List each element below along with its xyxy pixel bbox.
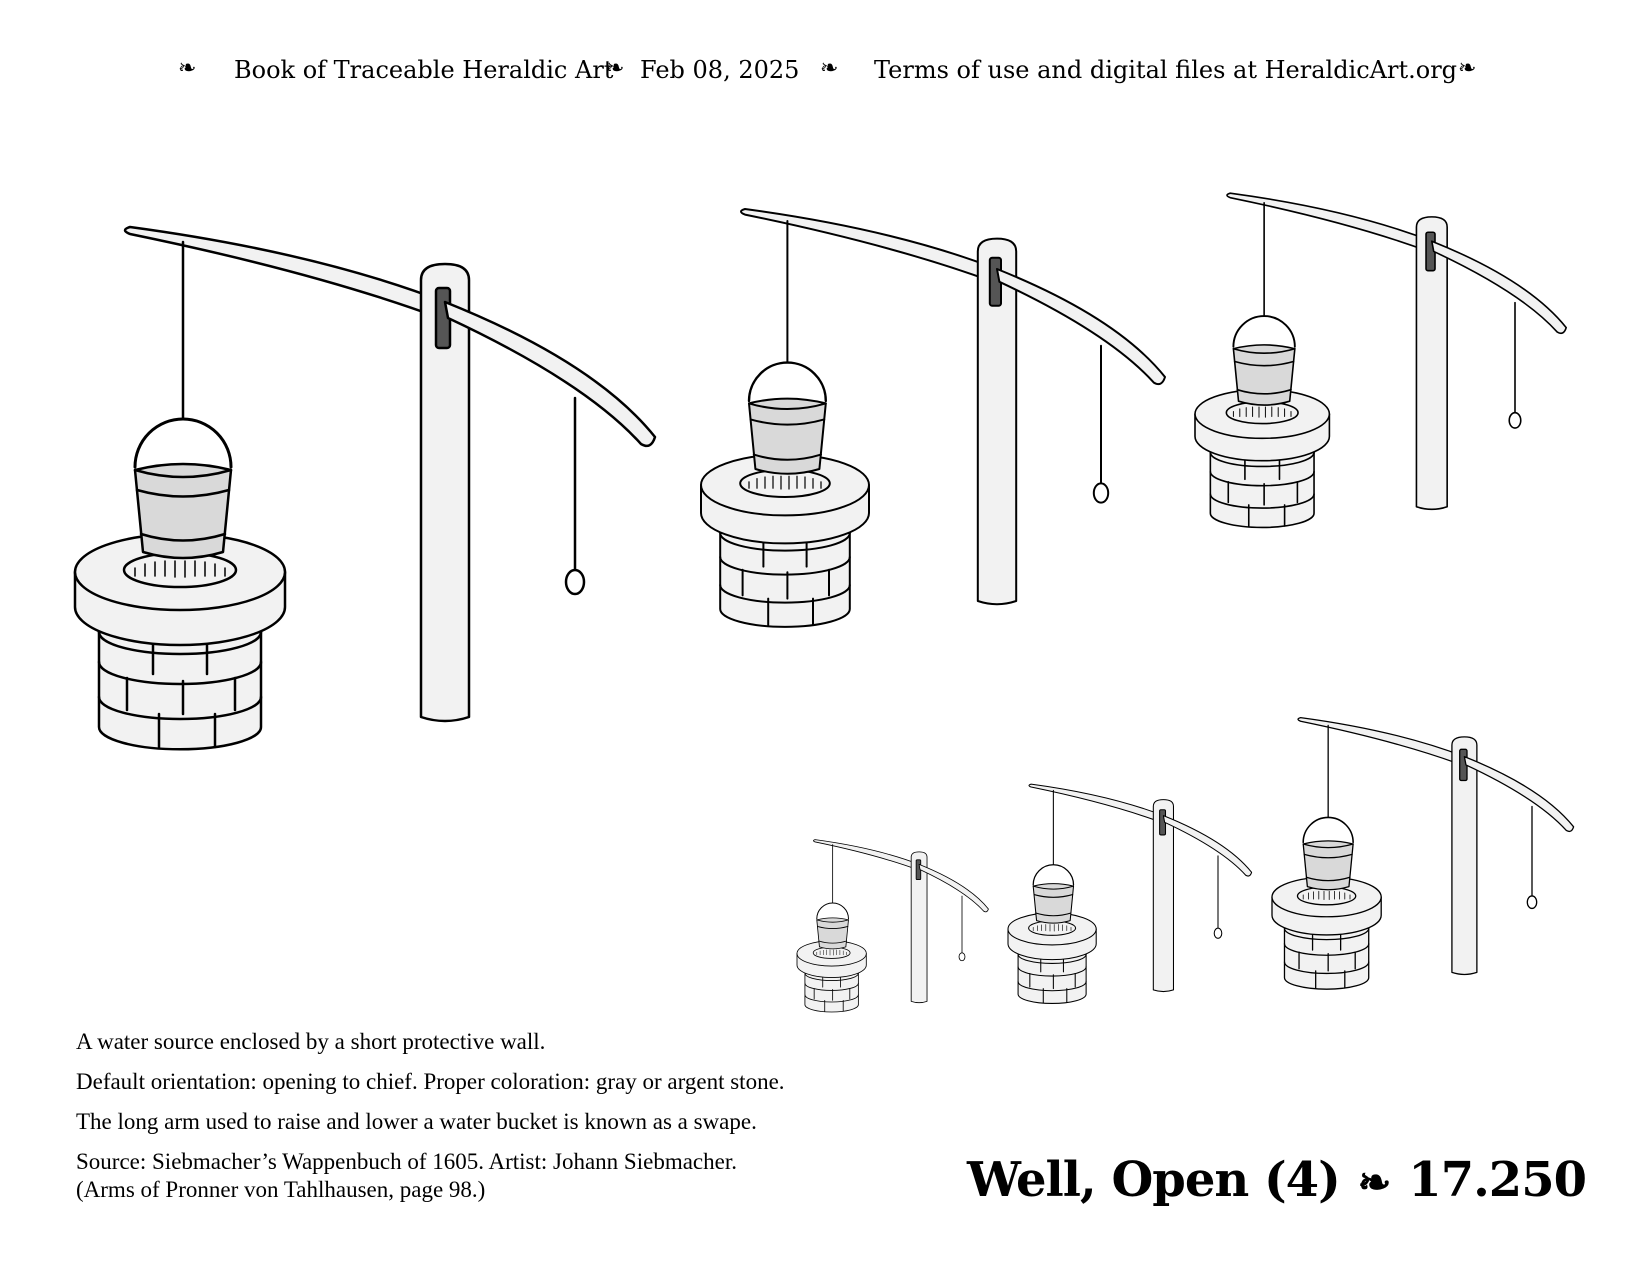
page-title: Well, Open (4) ❧ 17.250 xyxy=(967,1152,1587,1208)
well-drawing xyxy=(1194,192,1568,529)
charge-name: Well, Open (4) xyxy=(967,1152,1341,1208)
ornament-icon: ❧ xyxy=(606,56,625,81)
ornament-icon: ❧ xyxy=(178,56,197,81)
well-drawing xyxy=(1271,716,1575,990)
charge-number: 17.250 xyxy=(1408,1152,1587,1208)
description-line: Default orientation: opening to chief. P… xyxy=(76,1069,785,1094)
well-drawing xyxy=(1007,783,1253,1005)
well-drawing xyxy=(73,225,657,751)
page-header: ❧ Book of Traceable Heraldic Art ❧ Feb 0… xyxy=(0,56,1650,96)
ornament-icon: ❧ xyxy=(1357,1159,1392,1206)
header-date: Feb 08, 2025 xyxy=(640,56,800,84)
description: A water source enclosed by a short prote… xyxy=(76,1028,976,1204)
description-line: The long arm used to raise and lower a w… xyxy=(76,1109,757,1134)
source-line: (Arms of Pronner von Tahlhausen, page 98… xyxy=(76,1177,486,1202)
ornament-icon: ❧ xyxy=(1458,56,1477,81)
well-drawing xyxy=(796,839,989,1013)
book-title: Book of Traceable Heraldic Art xyxy=(234,56,614,84)
description-line: A water source enclosed by a short prote… xyxy=(76,1029,546,1054)
ornament-icon: ❧ xyxy=(820,56,839,81)
well-drawing xyxy=(699,207,1167,629)
source-line: Source: Siebmacher’s Wappenbuch of 1605.… xyxy=(76,1149,737,1174)
terms-link[interactable]: Terms of use and digital files at Herald… xyxy=(874,56,1458,84)
